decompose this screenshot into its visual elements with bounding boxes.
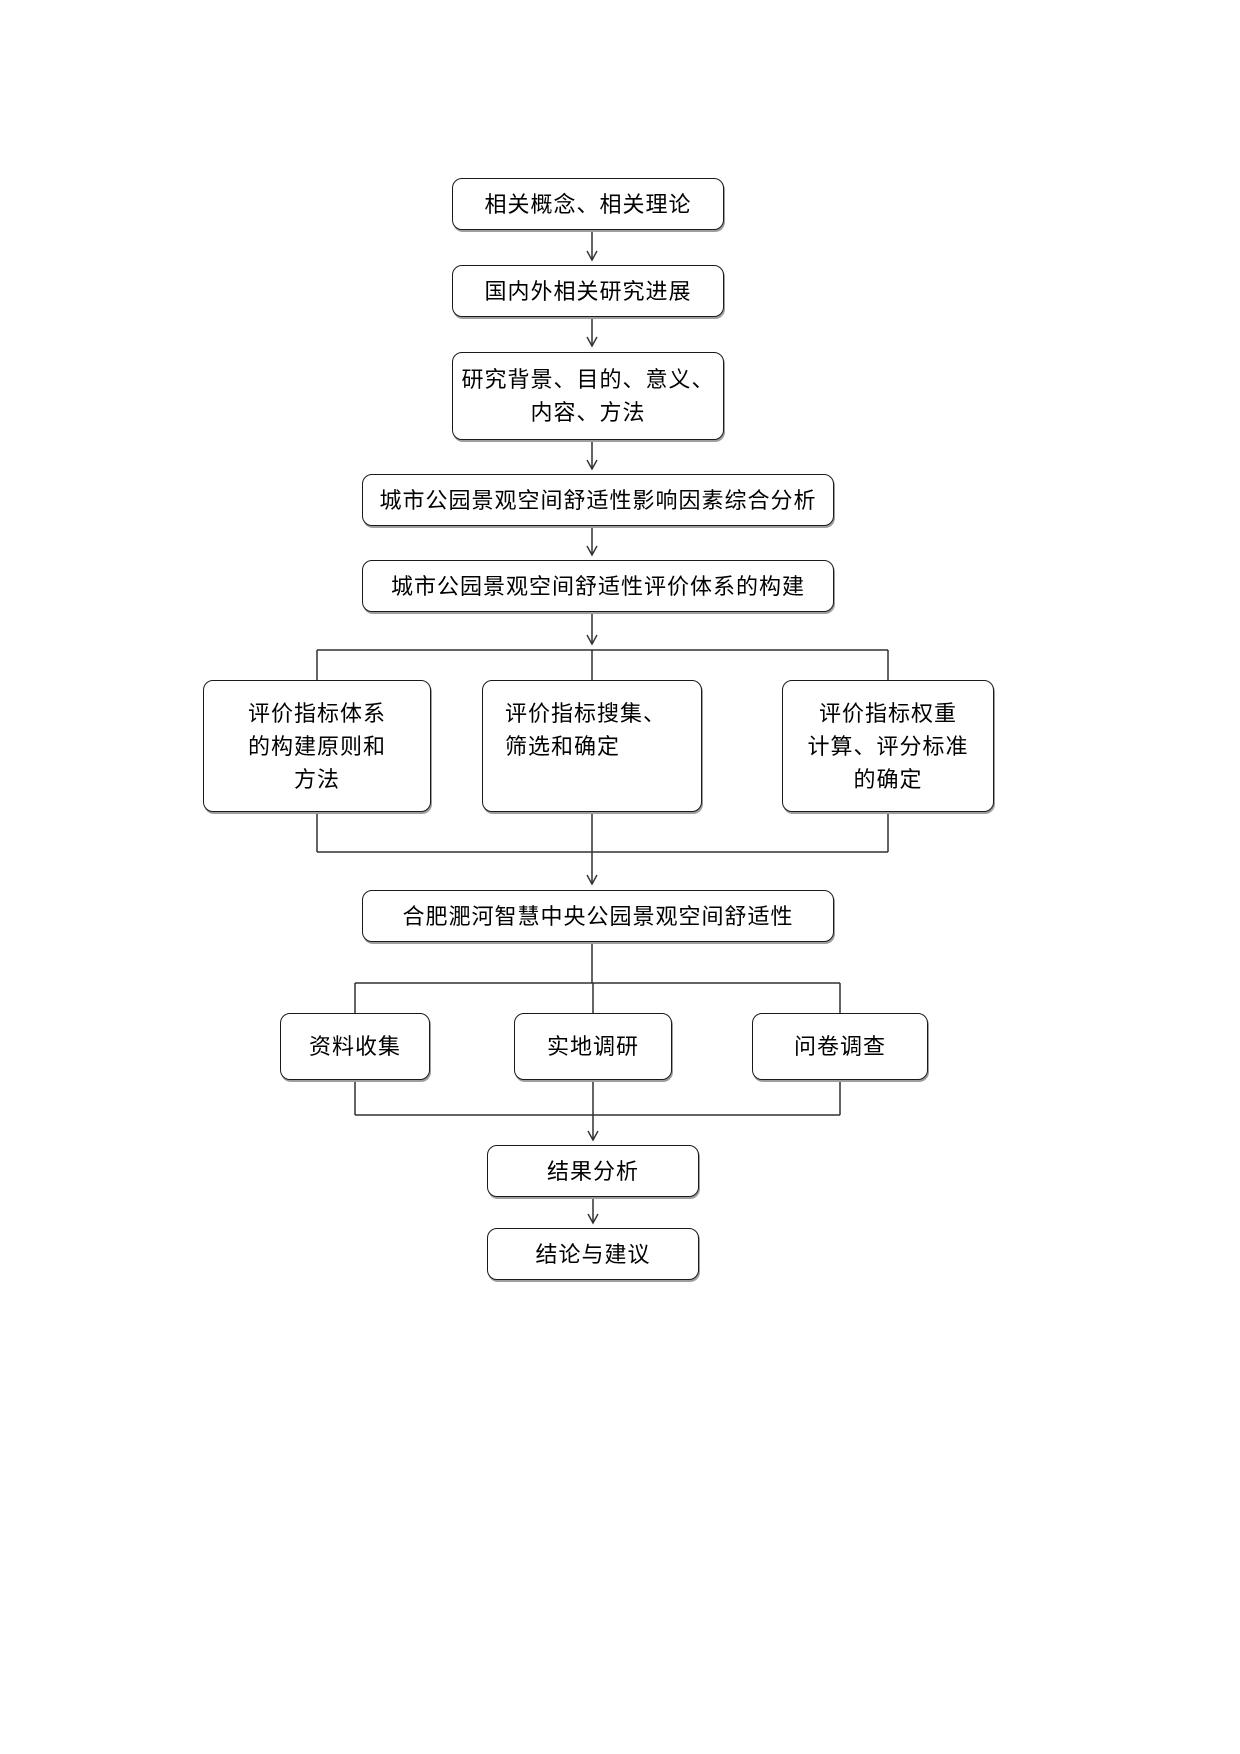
node-index-collection-screening: 评价指标搜集、 筛选和确定 xyxy=(482,680,702,812)
node-feihe-park-comfort: 合肥淝河智慧中央公园景观空间舒适性 xyxy=(362,890,834,942)
node-label: 问卷调查 xyxy=(793,1034,886,1059)
node-label: 资料收集 xyxy=(308,1034,401,1059)
node-label: 合肥淝河智慧中央公园景观空间舒适性 xyxy=(402,903,794,929)
node-label: 内容、方法 xyxy=(530,400,646,425)
node-field-research: 实地调研 xyxy=(514,1013,672,1080)
node-label: 评价指标搜集、 xyxy=(505,701,667,726)
node-evaluation-system-construction: 城市公园景观空间舒适性评价体系的构建 xyxy=(362,560,834,612)
node-index-construction-principles: 评价指标体系 的构建原则和 方法 xyxy=(203,680,431,812)
node-label: 国内外相关研究进展 xyxy=(484,278,692,304)
node-result-analysis: 结果分析 xyxy=(487,1145,699,1197)
node-background-purpose: 研究背景、目的、意义、 内容、方法 xyxy=(452,352,724,440)
node-label: 方法 xyxy=(293,767,340,792)
node-label: 城市公园景观空间舒适性影响因素综合分析 xyxy=(379,487,817,513)
node-research-progress: 国内外相关研究进展 xyxy=(452,265,724,317)
node-label: 计算、评分标准 xyxy=(807,734,969,759)
node-label: 的确定 xyxy=(853,767,923,792)
node-label: 相关概念、相关理论 xyxy=(484,191,692,217)
node-label: 筛选和确定 xyxy=(505,734,621,759)
node-label: 实地调研 xyxy=(546,1034,639,1059)
node-label: 研究背景、目的、意义、 xyxy=(461,367,715,392)
node-data-collection: 资料收集 xyxy=(280,1013,430,1080)
node-questionnaire-survey: 问卷调查 xyxy=(752,1013,928,1080)
node-label: 结论与建议 xyxy=(535,1241,651,1267)
node-conclusion-suggestions: 结论与建议 xyxy=(487,1228,699,1280)
node-concepts-theories: 相关概念、相关理论 xyxy=(452,178,724,230)
node-label: 城市公园景观空间舒适性评价体系的构建 xyxy=(390,573,805,599)
node-label: 评价指标权重 xyxy=(818,701,957,726)
node-influence-factors-analysis: 城市公园景观空间舒适性影响因素综合分析 xyxy=(362,474,834,526)
node-label: 结果分析 xyxy=(546,1158,639,1184)
node-index-weights-scoring: 评价指标权重 计算、评分标准 的确定 xyxy=(782,680,994,812)
node-label: 的构建原则和 xyxy=(247,734,386,759)
node-label: 评价指标体系 xyxy=(247,701,386,726)
